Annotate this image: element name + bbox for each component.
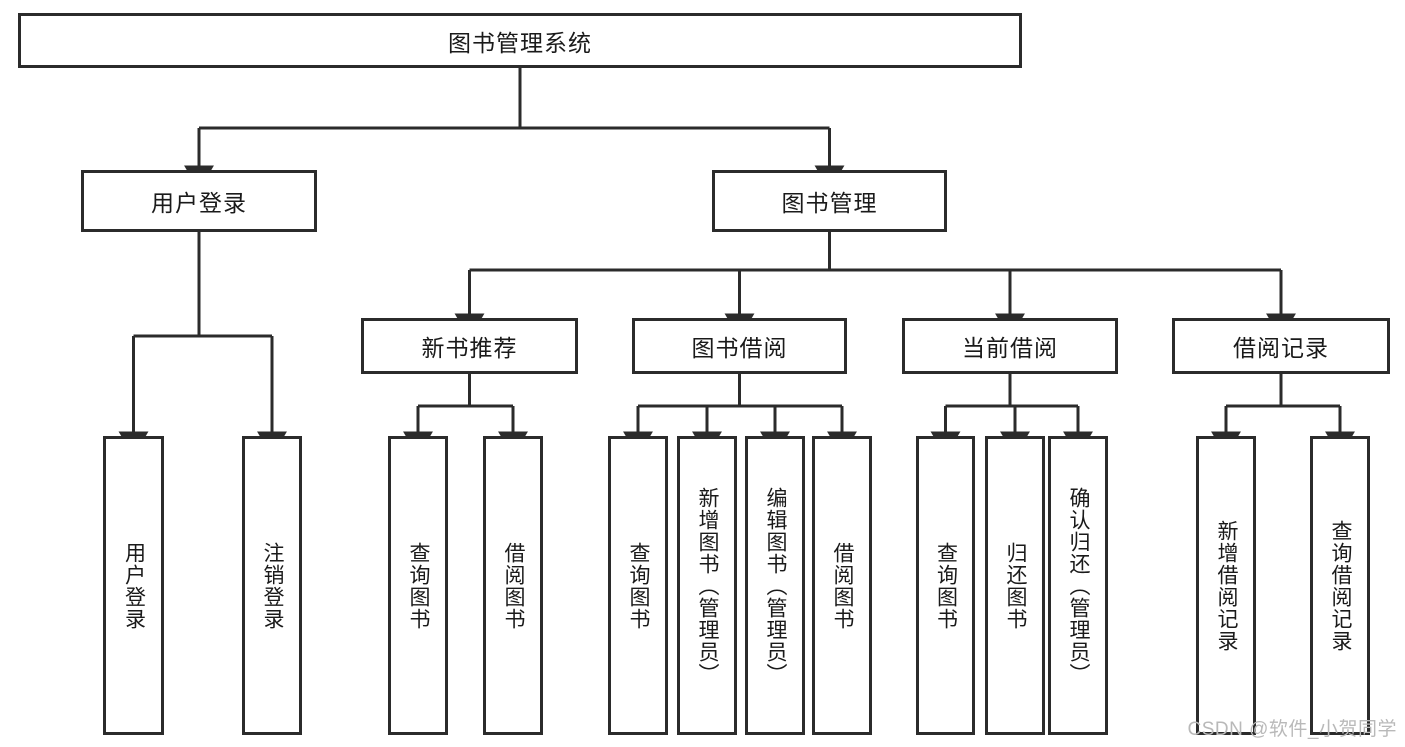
node-box-leaf-logout[interactable]: [242, 436, 302, 735]
node-box-user-login[interactable]: [81, 170, 317, 232]
node-box-new-book-recommend[interactable]: [361, 318, 578, 374]
edge-layer: [118, 68, 1355, 457]
node-box-book-manage[interactable]: [712, 170, 947, 232]
node-box-leaf-return-book[interactable]: [985, 436, 1045, 735]
node-box-leaf-user-login[interactable]: [103, 436, 164, 735]
node-box-leaf-edit-book-admin[interactable]: [745, 436, 805, 735]
node-box-leaf-add-borrow-record[interactable]: [1196, 436, 1256, 735]
watermark-text: CSDN @软件_小贺同学: [1187, 719, 1397, 740]
node-box-leaf-query-borrow-record[interactable]: [1310, 436, 1370, 735]
node-box-leaf-add-book-admin[interactable]: [677, 436, 737, 735]
node-box-book-borrow[interactable]: [632, 318, 847, 374]
node-box-leaf-query-book-recommend[interactable]: [388, 436, 448, 735]
node-box-borrow-records[interactable]: [1172, 318, 1390, 374]
node-box-leaf-query-book-borrow[interactable]: [608, 436, 668, 735]
node-box-leaf-query-book-current[interactable]: [916, 436, 975, 735]
node-box-leaf-borrow-book-recommend[interactable]: [483, 436, 543, 735]
node-box-root[interactable]: [18, 13, 1022, 68]
node-layer: [18, 13, 1390, 735]
node-box-leaf-borrow-book[interactable]: [812, 436, 872, 735]
node-box-leaf-confirm-return-admin[interactable]: [1048, 436, 1108, 735]
node-box-current-borrow[interactable]: [902, 318, 1118, 374]
